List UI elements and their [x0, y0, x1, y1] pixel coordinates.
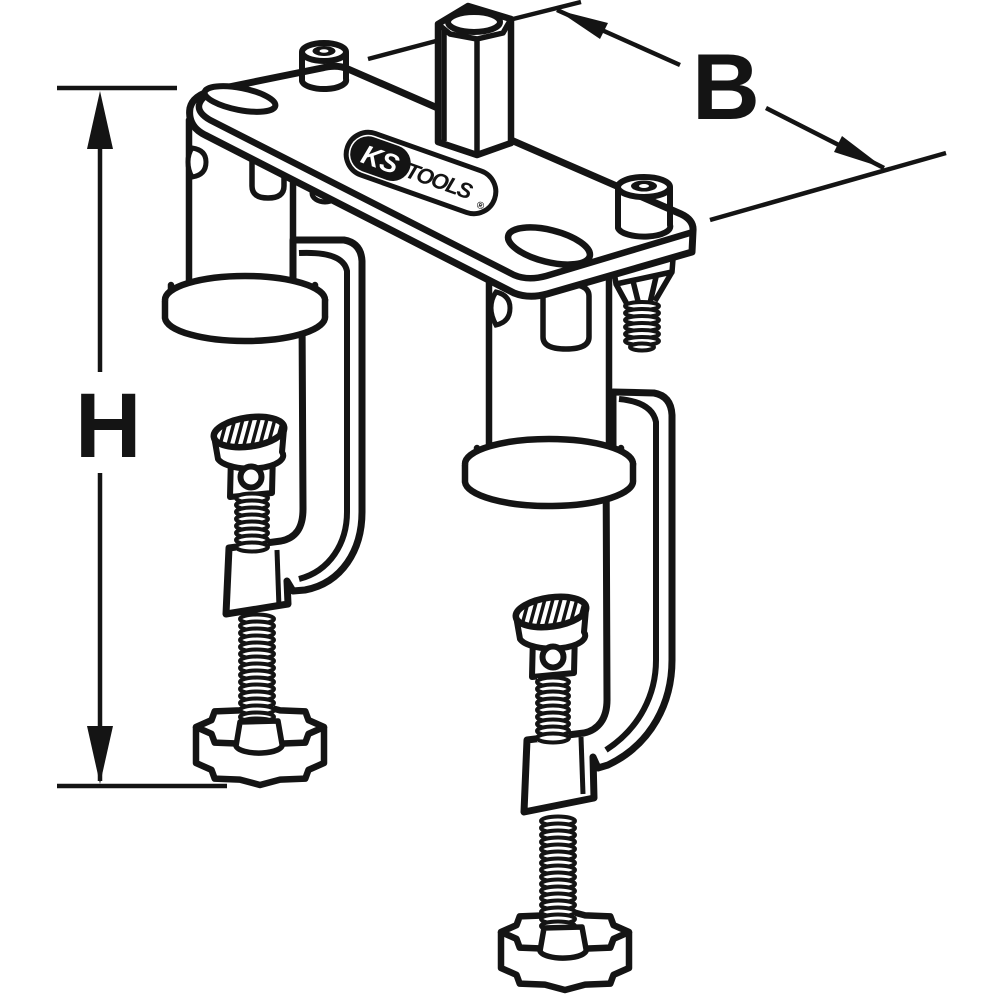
left-post-slot: [249, 109, 287, 201]
right-knob-hub: [537, 924, 589, 961]
left-stud-hole-center: [319, 49, 329, 53]
h-arrowhead-up: [87, 91, 113, 149]
b-extension-line-left: [367, 38, 437, 62]
left-clamp-chamfer-line: [298, 249, 350, 582]
b-dimension-label: B: [692, 34, 760, 139]
plate-studs: [299, 40, 674, 240]
right-clamp-frame: [520, 388, 676, 816]
left-collar-disc-band: [161, 299, 329, 345]
left-upper-threads: [234, 491, 270, 554]
clamp-frames: [222, 236, 676, 816]
dimension-h: [57, 85, 227, 789]
hex-shaft-edges: [436, 17, 514, 155]
post-collars: [161, 272, 637, 510]
b-arrowhead-right: [834, 136, 884, 168]
right-upper-threads: [535, 675, 571, 745]
bolt-head-facets: [613, 270, 675, 308]
plate-hole-left: [201, 83, 279, 115]
logo-registered-mark: ®: [475, 200, 486, 213]
logo-ks-blob: [350, 136, 411, 181]
brand-logo: KS TOOLS ®: [343, 129, 499, 217]
right-swivel-pivot-icon: [539, 643, 567, 671]
left-screw-upper: [210, 413, 288, 554]
left-lower-threads: [238, 612, 276, 730]
left-post-hole-icon: [185, 145, 209, 180]
right-clamp-chamfer-line: [604, 396, 659, 753]
plate-hole-right: [504, 224, 594, 268]
right-clamp-block-line: [578, 736, 586, 795]
h-arrowhead-down: [87, 726, 113, 784]
hex-shaft-bore: [445, 9, 503, 35]
right-lower-threads: [539, 814, 577, 933]
b-arrowhead-left: [557, 10, 608, 39]
right-stud-hole-center: [639, 184, 649, 188]
b-extension-line-left2: [512, 0, 582, 22]
right-stud-body: [615, 185, 674, 240]
left-clamp-block-line: [274, 549, 282, 609]
left-knob-hub: [233, 718, 285, 756]
b-extension-line-right: [709, 150, 947, 223]
bolt-threads: [623, 300, 661, 353]
right-knob-assembly: [497, 814, 633, 994]
left-swivel-pivot-icon: [237, 463, 265, 491]
h-dimension-label: H: [75, 375, 141, 477]
left-clamp-frame: [222, 236, 366, 618]
right-post-hole-icon: [488, 289, 513, 328]
right-screw-upper: [512, 593, 590, 745]
hex-shaft: [434, 2, 515, 159]
dimension-b: [367, 0, 947, 223]
left-knob-assembly: [192, 612, 328, 789]
plate-top-front-edge: [195, 87, 694, 282]
right-collar-disc-band: [461, 463, 637, 510]
